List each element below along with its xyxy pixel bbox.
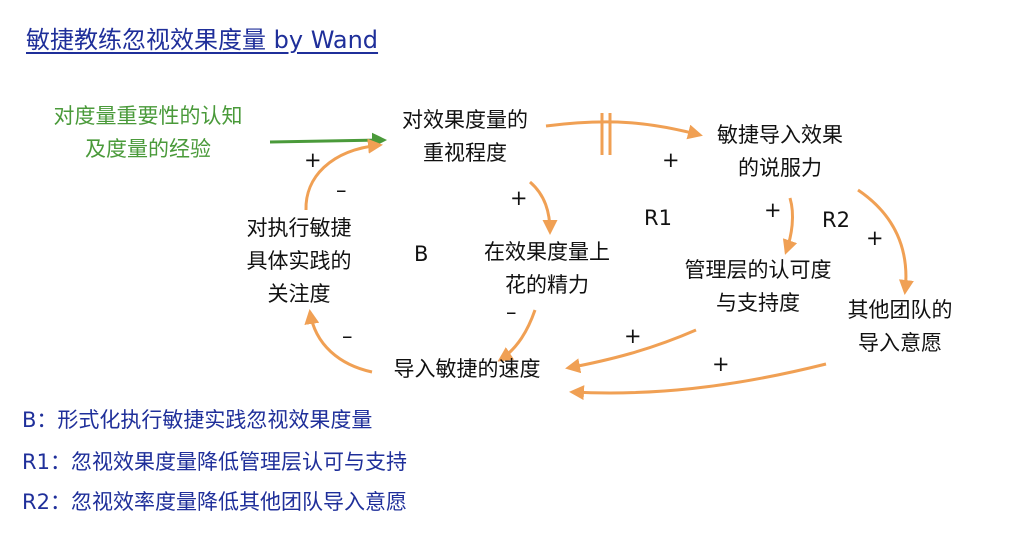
- delay-mark: [600, 113, 612, 155]
- arrow-mgmt-to-speed: [565, 328, 697, 374]
- sign-awareness-emphasis: +: [304, 148, 322, 172]
- node-awareness: 对度量重要性的认知 及度量的经验: [53, 104, 243, 161]
- arrow-speed-to-attention: [304, 309, 373, 374]
- sign-teams-speed: +: [712, 352, 730, 376]
- arrow-attention-to-emphasis: [304, 138, 383, 211]
- node-effort: 在效果度量上 花的精力: [484, 240, 610, 297]
- arrow-effort-to-speed: [497, 309, 537, 362]
- arrow-awareness-to-emphasis: [269, 132, 387, 148]
- legend-b: B：形式化执行敏捷实践忽视效果度量: [22, 408, 373, 432]
- node-emphasis: 对效果度量的 重视程度: [402, 108, 528, 165]
- loop-label-b: B: [414, 242, 429, 266]
- arrow-emphasis-to-persuasion: [545, 120, 703, 140]
- node-speed: 导入敏捷的速度: [393, 357, 541, 381]
- node-mgmt: 管理层的认可度 与支持度: [684, 258, 832, 315]
- sign-speed-attention: –: [342, 324, 353, 348]
- arrow-persuasion-to-mgmt: [782, 197, 798, 255]
- sign-persuasion-mgmt: +: [764, 198, 782, 222]
- sign-mgmt-speed: +: [624, 324, 642, 348]
- legend-r2: R2：忽视效率度量降低其他团队导入意愿: [22, 490, 407, 514]
- sign-effort-speed: –: [506, 300, 517, 324]
- node-teams: 其他团队的 导入意愿: [847, 298, 953, 355]
- arrow-teams-to-speed: [569, 362, 827, 401]
- legend-r1: R1：忽视效果度量降低管理层认可与支持: [22, 450, 407, 474]
- arrow-persuasion-to-teams: [857, 188, 914, 295]
- loop-label-r1: R1: [644, 206, 672, 230]
- sign-attention-emphasis: –: [336, 178, 347, 202]
- sign-persuasion-teams: +: [866, 226, 884, 250]
- diagram-title: 敏捷教练忽视效果度量 by Wand: [26, 26, 379, 54]
- node-attention: 对执行敏捷 具体实践的 关注度: [246, 216, 352, 306]
- sign-emphasis-persuasion: +: [662, 148, 680, 172]
- node-persuasion: 敏捷导入效果 的说服力: [717, 123, 843, 180]
- sign-emphasis-effort: +: [510, 186, 528, 210]
- loop-label-r2: R2: [822, 208, 850, 232]
- arrow-emphasis-to-effort: [528, 180, 558, 235]
